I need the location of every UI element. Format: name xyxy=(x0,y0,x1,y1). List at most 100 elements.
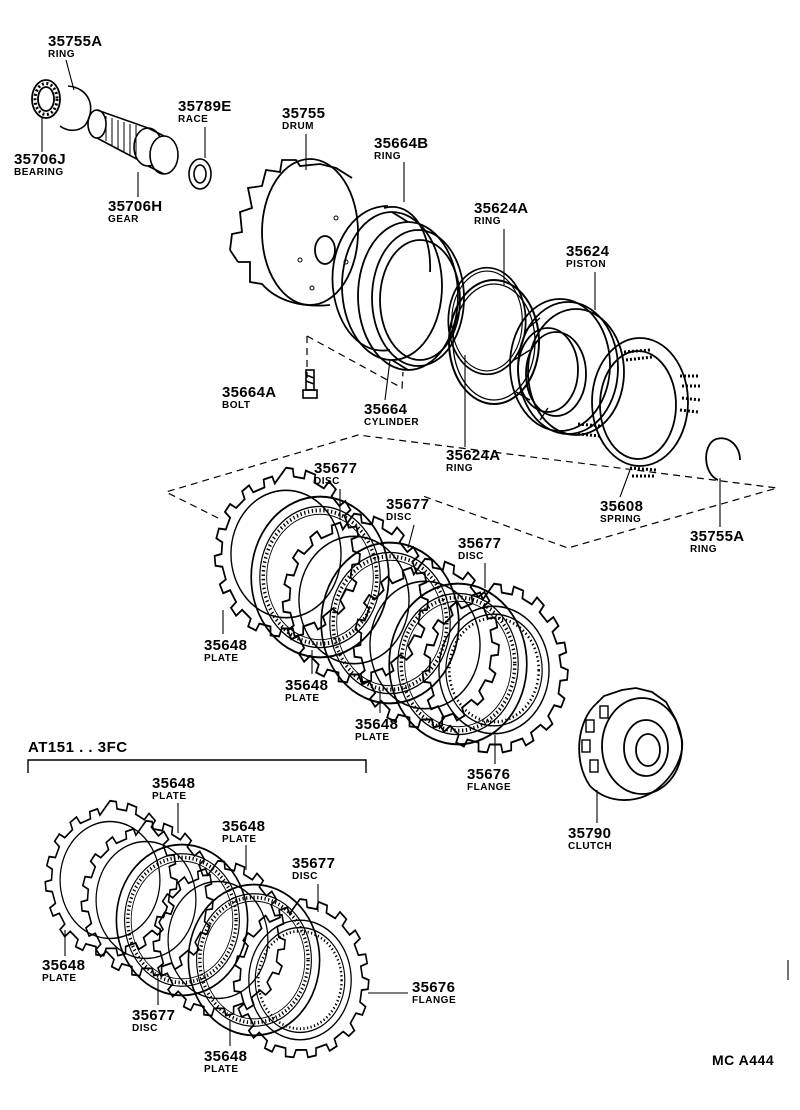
figure-code: MC A444 xyxy=(712,1052,775,1068)
part-number: 35677 xyxy=(132,1007,176,1024)
part-number: 35755A xyxy=(48,33,103,50)
label-35648-plate-c: 35648 PLATE xyxy=(355,717,398,743)
part-number: 35790 xyxy=(568,825,612,842)
label-35648-plate-f: 35648 PLATE xyxy=(42,958,85,984)
part-name: RING xyxy=(690,544,717,555)
part-name: DRUM xyxy=(282,121,314,132)
label-35755-drum: 35755 DRUM xyxy=(282,106,325,132)
variant-heading: AT151 . . 3FC xyxy=(28,739,128,756)
label-35677-disc-c: 35677 DISC xyxy=(458,536,501,562)
flange-35676-b-drawing xyxy=(232,898,370,1059)
plate-35648-e-drawing xyxy=(80,819,214,977)
part-name: RACE xyxy=(178,114,209,125)
part-name: PISTON xyxy=(566,259,607,270)
label-35677-disc-d: 35677 DISC xyxy=(292,856,335,882)
part-name: DISC xyxy=(132,1023,158,1034)
label-35624a-ring-bottom: 35624A RING xyxy=(446,448,500,474)
disc-35677-d-drawing xyxy=(186,882,322,1038)
part-name: PLATE xyxy=(222,834,257,845)
label-35624a-ring-top: 35624A RING xyxy=(474,201,528,227)
label-35677-disc-a: 35677 DISC xyxy=(314,461,357,487)
label-35706j-bearing: 35706J BEARING xyxy=(14,152,66,178)
part-number: 35664A xyxy=(222,384,277,401)
label-35648-plate-d: 35648 PLATE xyxy=(152,776,195,802)
part-number: 35648 xyxy=(222,818,266,835)
part-number: 35755 xyxy=(282,105,326,122)
part-name: PLATE xyxy=(42,973,77,984)
flange-35676-a-drawing xyxy=(421,582,569,754)
label-35648-plate-a: 35648 PLATE xyxy=(204,638,247,664)
bolt-drawing xyxy=(302,369,318,399)
part-number: 35648 xyxy=(204,637,248,654)
label-35624-piston: 35624 PISTON xyxy=(566,244,609,270)
part-number: 35648 xyxy=(285,677,329,694)
part-number: 35608 xyxy=(600,498,644,515)
bearing-drawing xyxy=(31,79,61,119)
part-name: CYLINDER xyxy=(364,417,420,428)
dashed-assembly-outline xyxy=(164,335,778,549)
part-name: DISC xyxy=(386,512,412,523)
part-name: PLATE xyxy=(355,732,390,743)
part-name: DISC xyxy=(458,551,484,562)
part-number: 35755A xyxy=(690,528,745,545)
disc-35677-a-drawing xyxy=(249,494,391,660)
label-35755a-ring-right: 35755A RING xyxy=(690,529,744,555)
label-35789e-race: 35789E RACE xyxy=(178,99,232,125)
part-number: 35648 xyxy=(204,1048,248,1065)
part-number: 35648 xyxy=(42,957,86,974)
part-number: 35624A xyxy=(446,447,501,464)
piston-drawing xyxy=(509,298,625,436)
label-35677-disc-e: 35677 DISC xyxy=(132,1008,175,1034)
part-number: 35648 xyxy=(152,775,196,792)
part-name: RING xyxy=(474,216,501,227)
label-35664a-bolt: 35664A BOLT xyxy=(222,385,276,411)
label-35677-disc-b: 35677 DISC xyxy=(386,497,429,523)
label-35676-flange-a: 35676 FLANGE xyxy=(467,767,511,793)
part-number: 35648 xyxy=(355,716,399,733)
part-number: 35676 xyxy=(467,766,511,783)
part-number: 35664 xyxy=(364,401,408,418)
part-number: 35677 xyxy=(292,855,336,872)
label-35648-plate-g: 35648 PLATE xyxy=(204,1049,247,1075)
part-number: 35789E xyxy=(178,98,232,115)
part-number: 35677 xyxy=(458,535,502,552)
part-name: RING xyxy=(374,151,401,162)
part-number: 35706H xyxy=(108,198,163,215)
label-35664b-ring: 35664B RING xyxy=(374,136,428,162)
drum-drawing xyxy=(229,158,359,307)
label-35790-clutch: 35790 CLUTCH xyxy=(568,826,612,852)
leader-lines xyxy=(41,59,789,1046)
plate-35648-f-drawing xyxy=(152,859,286,1017)
part-name: GEAR xyxy=(108,214,139,225)
snap-ring-right-drawing xyxy=(705,437,741,481)
part-name: PLATE xyxy=(152,791,187,802)
label-35676-flange-b: 35676 FLANGE xyxy=(412,980,456,1006)
part-number: 35624 xyxy=(566,243,610,260)
part-number: 35664B xyxy=(374,135,429,152)
part-name: DISC xyxy=(314,476,340,487)
part-name: DISC xyxy=(292,871,318,882)
part-name: FLANGE xyxy=(412,995,457,1006)
variant-bracket xyxy=(27,759,367,773)
part-name: SPRING xyxy=(600,514,642,525)
part-name: FLANGE xyxy=(467,782,512,793)
ring-35624a-inner-drawing xyxy=(447,266,527,376)
part-name: RING xyxy=(446,463,473,474)
part-number: 35676 xyxy=(412,979,456,996)
spring-retainer-drawing xyxy=(577,337,701,478)
part-name: BOLT xyxy=(222,400,251,411)
part-name: PLATE xyxy=(285,693,320,704)
disc-35677-e-drawing xyxy=(114,842,250,998)
part-name: RING xyxy=(48,49,75,60)
part-number: 35706J xyxy=(14,151,66,168)
part-name: PLATE xyxy=(204,653,239,664)
label-35706h-gear: 35706H GEAR xyxy=(108,199,162,225)
gear-drawing xyxy=(87,109,179,175)
cylinder-drawing xyxy=(341,211,465,371)
part-number: 35624A xyxy=(474,200,529,217)
race-drawing xyxy=(188,158,212,190)
label-35648-plate-b: 35648 PLATE xyxy=(285,678,328,704)
clutch-drawing xyxy=(578,687,684,801)
part-number: 35677 xyxy=(314,460,358,477)
